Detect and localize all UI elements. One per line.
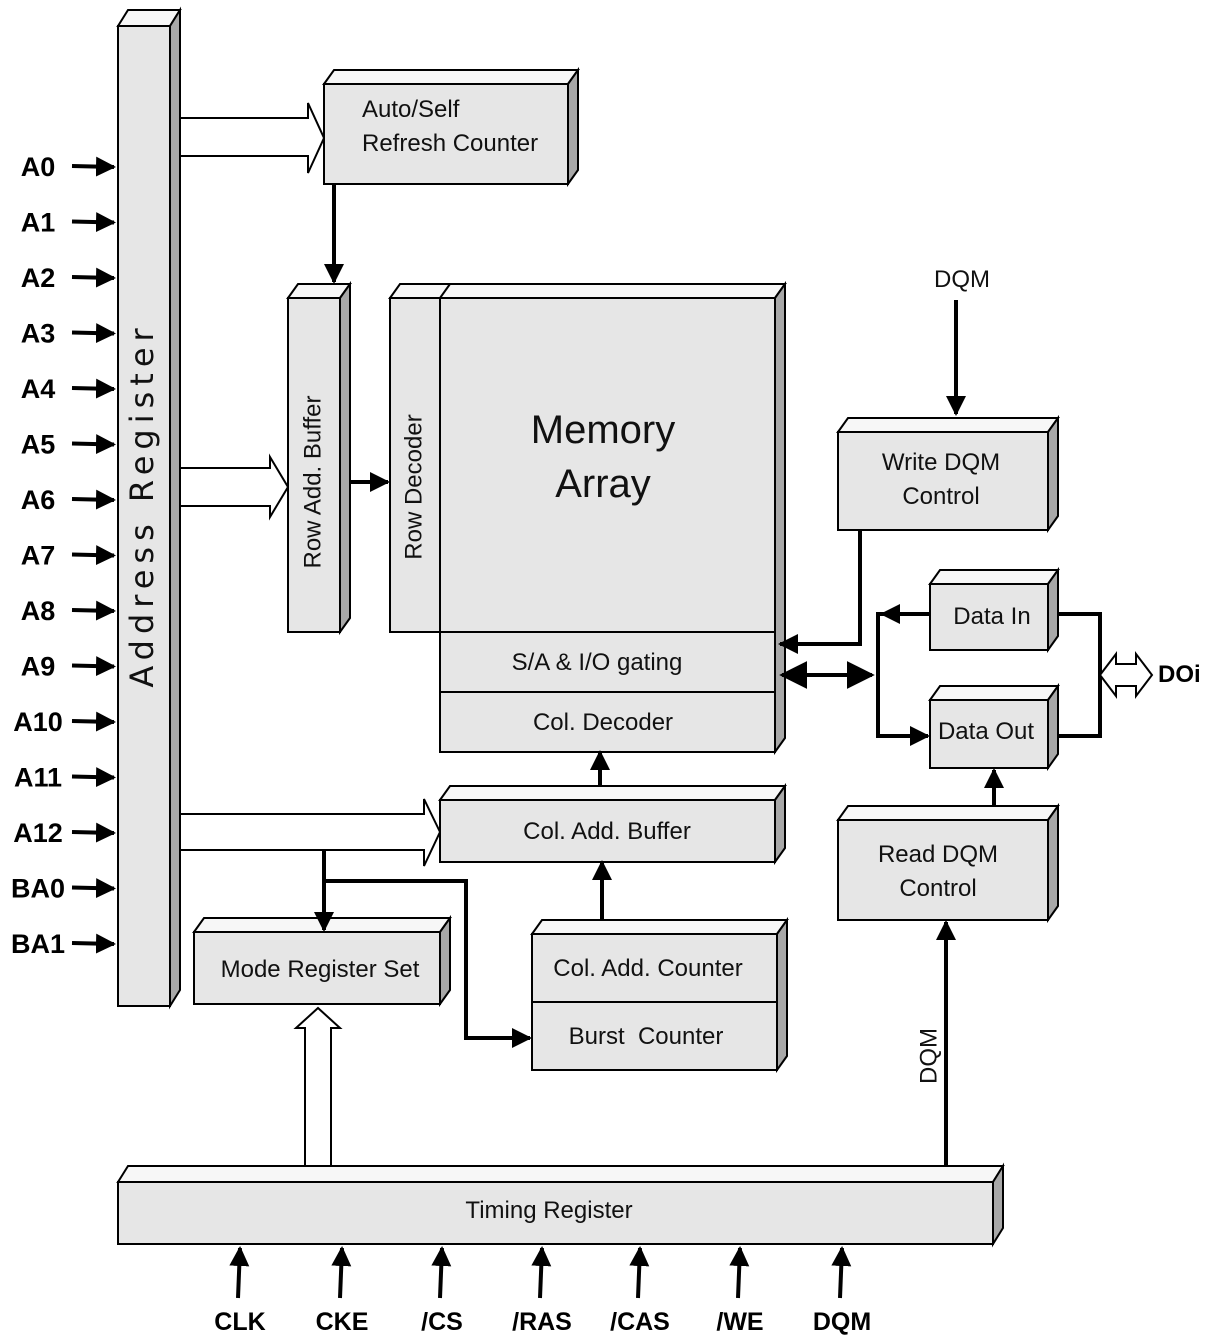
address-register-label: Address Register [123, 322, 161, 687]
address-pin-label-a10: A10 [13, 707, 63, 737]
wire-addr-to-burst-counter [324, 879, 532, 1048]
address-pin-arrow [71, 711, 116, 732]
control-pin-label-dqm: DQM [813, 1308, 871, 1336]
control-pin-group: CLK CKE/CS/RAS/CAS/WE DQM [214, 1246, 871, 1336]
address-pin-label-a2: A2 [21, 263, 56, 293]
address-pin-arrow [71, 878, 116, 899]
doi-label: DOi [1158, 661, 1201, 688]
data-in-label: Data In [953, 603, 1030, 630]
address-pin-label-a7: A7 [21, 541, 56, 571]
address-pin-arrow [71, 434, 116, 455]
data-in-block: Data In [928, 566, 1060, 654]
address-pin-label-a5: A5 [21, 430, 56, 460]
address-pin-label-a1: A1 [21, 208, 56, 238]
mode-register-set-block: Mode Register Set [192, 914, 452, 1008]
address-pin-label-a4: A4 [21, 374, 56, 404]
address-pin-label-a8: A8 [21, 596, 56, 626]
col-add-counter-block [531, 933, 778, 1003]
refresh-counter-block: Auto/Self Refresh Counter [322, 66, 580, 188]
address-pin-arrow [71, 267, 116, 288]
control-pin-label-cs: /CS [421, 1308, 463, 1336]
control-pin-arrow [331, 1246, 352, 1299]
address-pin-arrow [71, 212, 116, 233]
control-pin-arrow [431, 1246, 452, 1299]
memory-array-block [439, 297, 776, 633]
address-pin-arrow [71, 323, 116, 344]
data-out-block: Data Out [928, 682, 1060, 772]
col-add-buffer-block: Col. Add. Buffer [438, 782, 787, 866]
col-decoder-block [439, 691, 776, 753]
counter-block: Col. Add. Counter Burst Counter [530, 916, 789, 1074]
timing-register-block: Timing Register [116, 1162, 1005, 1248]
bus-arrow-to-refresh-counter [179, 102, 326, 174]
data-out-label: Data Out [938, 718, 1034, 745]
address-pin-arrow [71, 656, 116, 677]
wire-write-dqm-to-sa [778, 530, 862, 654]
control-pin-label-cas: /CAS [610, 1308, 670, 1336]
write-dqm-control-block: Write DQM Control [836, 414, 1060, 534]
address-pin-label-a6: A6 [21, 485, 56, 515]
mode-register-set-label: Mode Register Set [221, 956, 420, 983]
control-pin-label-clk: CLK [214, 1308, 265, 1336]
address-pin-label-ba0: BA0 [11, 874, 65, 904]
control-pin-label-cke: CKE [316, 1308, 369, 1336]
address-pin-arrow [71, 545, 116, 566]
address-pin-arrow [71, 156, 116, 177]
address-pin-arrow [71, 378, 116, 399]
wire-dq-bus-right [1058, 612, 1102, 738]
doi-bidirectional-arrow [1098, 651, 1154, 699]
control-pin-label-we: /WE [716, 1308, 763, 1336]
address-pin-label-ba1: BA1 [11, 929, 65, 959]
bus-arrow-timing-to-mode [293, 1006, 343, 1167]
control-pin-arrow [729, 1246, 750, 1299]
refresh-counter-label-1: Auto/Self [362, 96, 460, 123]
col-add-counter-label: Col. Add. Counter [553, 955, 742, 982]
timing-register-label: Timing Register [465, 1197, 632, 1224]
address-pin-label-a11: A11 [14, 763, 62, 793]
write-dqm-label-1: Write DQM [882, 449, 1000, 476]
control-pin-arrow [831, 1246, 852, 1299]
control-pin-label-ras: /RAS [512, 1308, 572, 1336]
sa-io-gating-block [439, 631, 776, 693]
address-pin-label-a12: A12 [13, 818, 63, 848]
dqm-vertical-label: DQM [915, 1028, 942, 1084]
address-pin-arrow [71, 600, 116, 621]
address-pin-arrow [71, 767, 116, 788]
address-pin-label-a0: A0 [21, 152, 56, 182]
address-register: Address Register [116, 6, 182, 1010]
control-pin-arrow [229, 1246, 250, 1299]
burst-counter-label: Burst Counter [569, 1023, 724, 1050]
read-dqm-label-2: Control [899, 875, 976, 902]
row-add-buffer-label: Row Add. Buffer [299, 396, 326, 569]
address-pin-label-a9: A9 [21, 652, 56, 682]
col-decoder-label: Col. Decoder [533, 709, 673, 736]
bus-arrow-to-row-buffer [179, 453, 290, 521]
memory-array-label-2: Array [555, 462, 651, 506]
burst-counter-block [531, 1001, 778, 1071]
address-pin-arrow [71, 822, 116, 843]
write-dqm-label-2: Control [902, 483, 979, 510]
wire-data-in-to-bus [876, 612, 930, 746]
row-decoder-label: Row Decoder [400, 414, 427, 559]
control-pin-arrow [629, 1246, 650, 1299]
address-pin-label-a3: A3 [21, 319, 56, 349]
row-add-buffer-block: Row Add. Buffer [286, 280, 352, 636]
sa-io-gating-label: S/A & I/O gating [512, 649, 683, 676]
dqm-top-label: DQM [934, 266, 990, 293]
read-dqm-label-1: Read DQM [878, 841, 998, 868]
address-pin-arrow [71, 933, 116, 954]
memory-core-block: Row Decoder Memory Array S/A & I/O gatin… [388, 280, 787, 756]
control-pin-arrow [531, 1246, 552, 1299]
address-pin-arrow [71, 489, 116, 510]
bus-arrow-to-col-buffer [179, 798, 442, 867]
row-decoder-block [389, 297, 441, 633]
read-dqm-control-block: Read DQM Control [836, 802, 1060, 924]
memory-array-label-1: Memory [531, 408, 675, 452]
col-add-buffer-label: Col. Add. Buffer [523, 818, 691, 845]
refresh-counter-label-2: Refresh Counter [362, 130, 538, 157]
